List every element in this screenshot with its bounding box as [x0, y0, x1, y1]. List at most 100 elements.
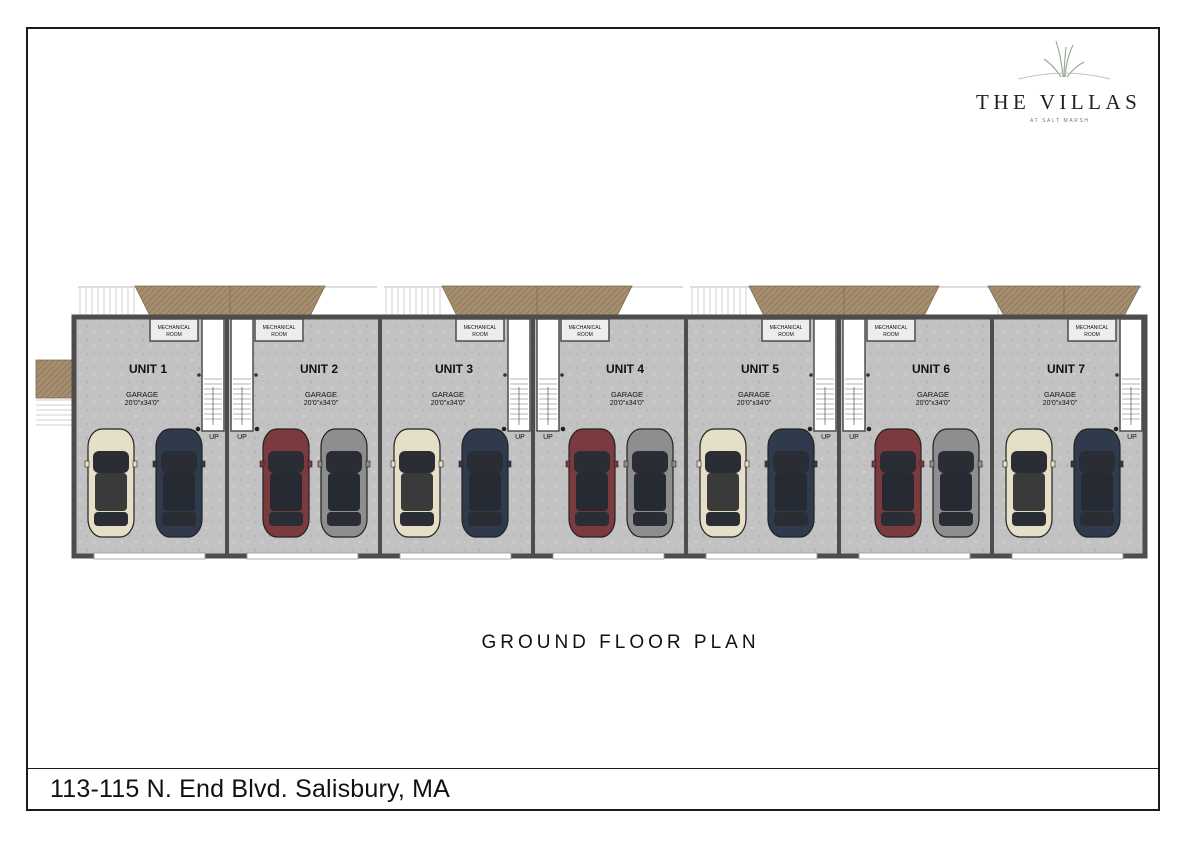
car: [259, 428, 313, 538]
car: [565, 428, 619, 538]
unit-name: UNIT 6: [912, 362, 950, 376]
garage-dimensions: 20'0"x34'0": [610, 400, 645, 407]
mechanical-room-label: MECHANICAL: [158, 325, 191, 331]
mechanical-room: [1067, 318, 1117, 342]
car-mirror: [259, 460, 265, 468]
unit-name: UNIT 7: [1047, 362, 1085, 376]
mechanical-room-label: MECHANICAL: [464, 325, 497, 331]
door-hinge: [254, 373, 258, 377]
car-windshield: [773, 451, 809, 473]
car-roof: [163, 473, 195, 511]
stair-well: [842, 318, 866, 432]
car-mirror: [84, 460, 90, 468]
car-mirror: [1002, 460, 1008, 468]
car-mirror: [764, 460, 770, 468]
car-roof: [328, 473, 360, 511]
stair-up-label: UP: [209, 434, 219, 441]
car: [317, 428, 371, 538]
car-roof: [775, 473, 807, 511]
mechanical-room-label: MECHANICAL: [569, 325, 602, 331]
unit-name: UNIT 4: [606, 362, 644, 376]
mechanical-room-label: ROOM: [1084, 332, 1100, 338]
unit-name: UNIT 3: [435, 362, 473, 376]
mechanical-room-label: MECHANICAL: [263, 325, 296, 331]
plan-title: GROUND FLOOR PLAN: [481, 632, 760, 653]
car-roof: [270, 473, 302, 511]
car-rear-window: [1080, 512, 1114, 526]
car-mirror: [200, 460, 206, 468]
garage-door: [858, 552, 971, 560]
garage-dimensions: 20'0"x34'0": [304, 400, 339, 407]
car-roof: [401, 473, 433, 511]
stair-well: [1119, 318, 1143, 432]
car-rear-window: [939, 512, 973, 526]
car-windshield: [1079, 451, 1115, 473]
car-mirror: [365, 460, 371, 468]
car-mirror: [1050, 460, 1056, 468]
unit-name: UNIT 5: [741, 362, 779, 376]
car-windshield: [399, 451, 435, 473]
car-rear-window: [774, 512, 808, 526]
footer-divider: [26, 768, 1160, 769]
car-mirror: [812, 460, 818, 468]
car: [929, 428, 983, 538]
car-roof: [634, 473, 666, 511]
car-rear-window: [575, 512, 609, 526]
car-windshield: [161, 451, 197, 473]
car-roof: [576, 473, 608, 511]
car-roof: [95, 473, 127, 511]
car-rear-window: [94, 512, 128, 526]
garage-label: GARAGE: [305, 390, 337, 399]
car: [390, 428, 444, 538]
unit-name: UNIT 1: [129, 362, 167, 376]
stair-up-label: UP: [543, 434, 553, 441]
garage-door: [705, 552, 818, 560]
mechanical-room: [149, 318, 199, 342]
garage-dimensions: 20'0"x34'0": [737, 400, 772, 407]
car-mirror: [132, 460, 138, 468]
car-windshield: [705, 451, 741, 473]
mechanical-room: [761, 318, 811, 342]
door-hinge: [195, 426, 201, 432]
mechanical-room-label: ROOM: [271, 332, 287, 338]
garage-dimensions: 20'0"x34'0": [431, 400, 466, 407]
mechanical-room-label: ROOM: [472, 332, 488, 338]
stair-well: [230, 318, 254, 432]
stair-well: [536, 318, 560, 432]
garage-door: [93, 552, 206, 560]
car-windshield: [467, 451, 503, 473]
mechanical-room: [866, 318, 916, 342]
car-windshield: [268, 451, 304, 473]
car-roof: [1081, 473, 1113, 511]
car: [458, 428, 512, 538]
car-mirror: [744, 460, 750, 468]
stair-well: [813, 318, 837, 432]
car-mirror: [307, 460, 313, 468]
car: [696, 428, 750, 538]
door-hinge: [866, 426, 872, 432]
stair-well: [507, 318, 531, 432]
car: [152, 428, 206, 538]
stair-up-label: UP: [821, 434, 831, 441]
door-hinge: [1115, 373, 1119, 377]
car-mirror: [871, 460, 877, 468]
garage-door: [552, 552, 665, 560]
garage-label: GARAGE: [917, 390, 949, 399]
car: [1070, 428, 1124, 538]
door-hinge: [254, 426, 260, 432]
car-mirror: [438, 460, 444, 468]
car-windshield: [93, 451, 129, 473]
car-mirror: [977, 460, 983, 468]
car-mirror: [696, 460, 702, 468]
car-roof: [469, 473, 501, 511]
stair-up-label: UP: [237, 434, 247, 441]
door-hinge: [560, 373, 564, 377]
car: [1002, 428, 1056, 538]
car-rear-window: [881, 512, 915, 526]
